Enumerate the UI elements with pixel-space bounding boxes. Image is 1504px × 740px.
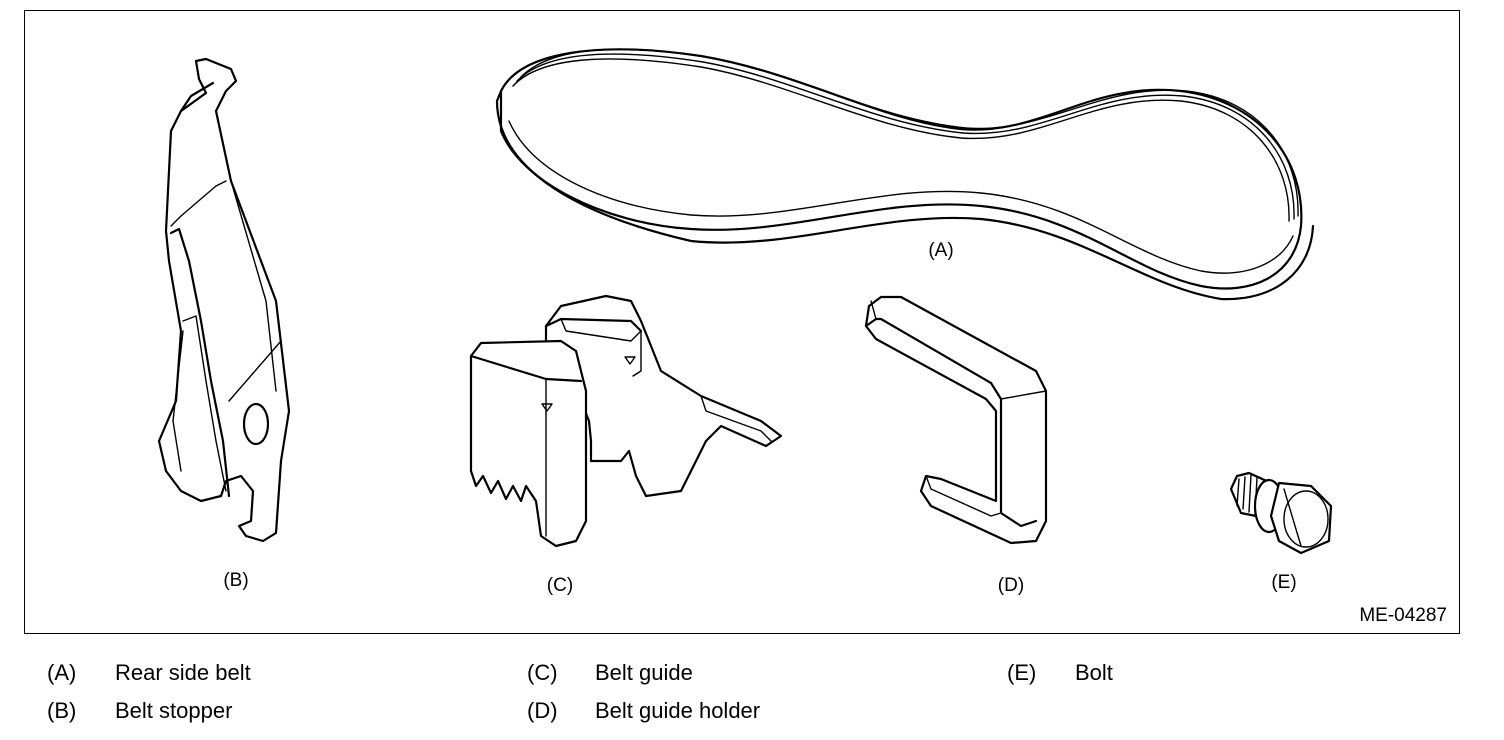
legend-text: Rear side belt [115, 660, 251, 685]
belt-guide-drawing [469, 294, 783, 548]
part-label-c: (C) [546, 575, 574, 596]
legend-text: Belt guide [595, 660, 693, 685]
part-label-d: (D) [997, 575, 1025, 596]
legend-text: Belt guide holder [595, 698, 761, 723]
legend-key: (A) [47, 660, 77, 685]
legend-text: Belt stopper [115, 698, 233, 723]
parts-illustration [157, 48, 1333, 555]
bolt-drawing [1229, 471, 1333, 555]
part-label-e: (E) [1271, 572, 1297, 593]
legend-key: (C) [527, 660, 558, 685]
part-label-b: (B) [223, 570, 249, 591]
legend-text: Bolt [1075, 660, 1113, 685]
rear-side-belt-drawing [495, 48, 1315, 301]
legend-key: (D) [527, 698, 558, 723]
part-label-a: (A) [928, 240, 954, 261]
belt-guide-holder-drawing [864, 295, 1048, 545]
figure-frame: (A) (B) (C) (D) (E) ME-04287 [24, 10, 1460, 634]
figure-code: ME-04287 [1359, 605, 1447, 626]
legend-key: (E) [1007, 660, 1037, 685]
legend-key: (B) [47, 698, 77, 723]
belt-stopper-drawing [157, 57, 291, 543]
